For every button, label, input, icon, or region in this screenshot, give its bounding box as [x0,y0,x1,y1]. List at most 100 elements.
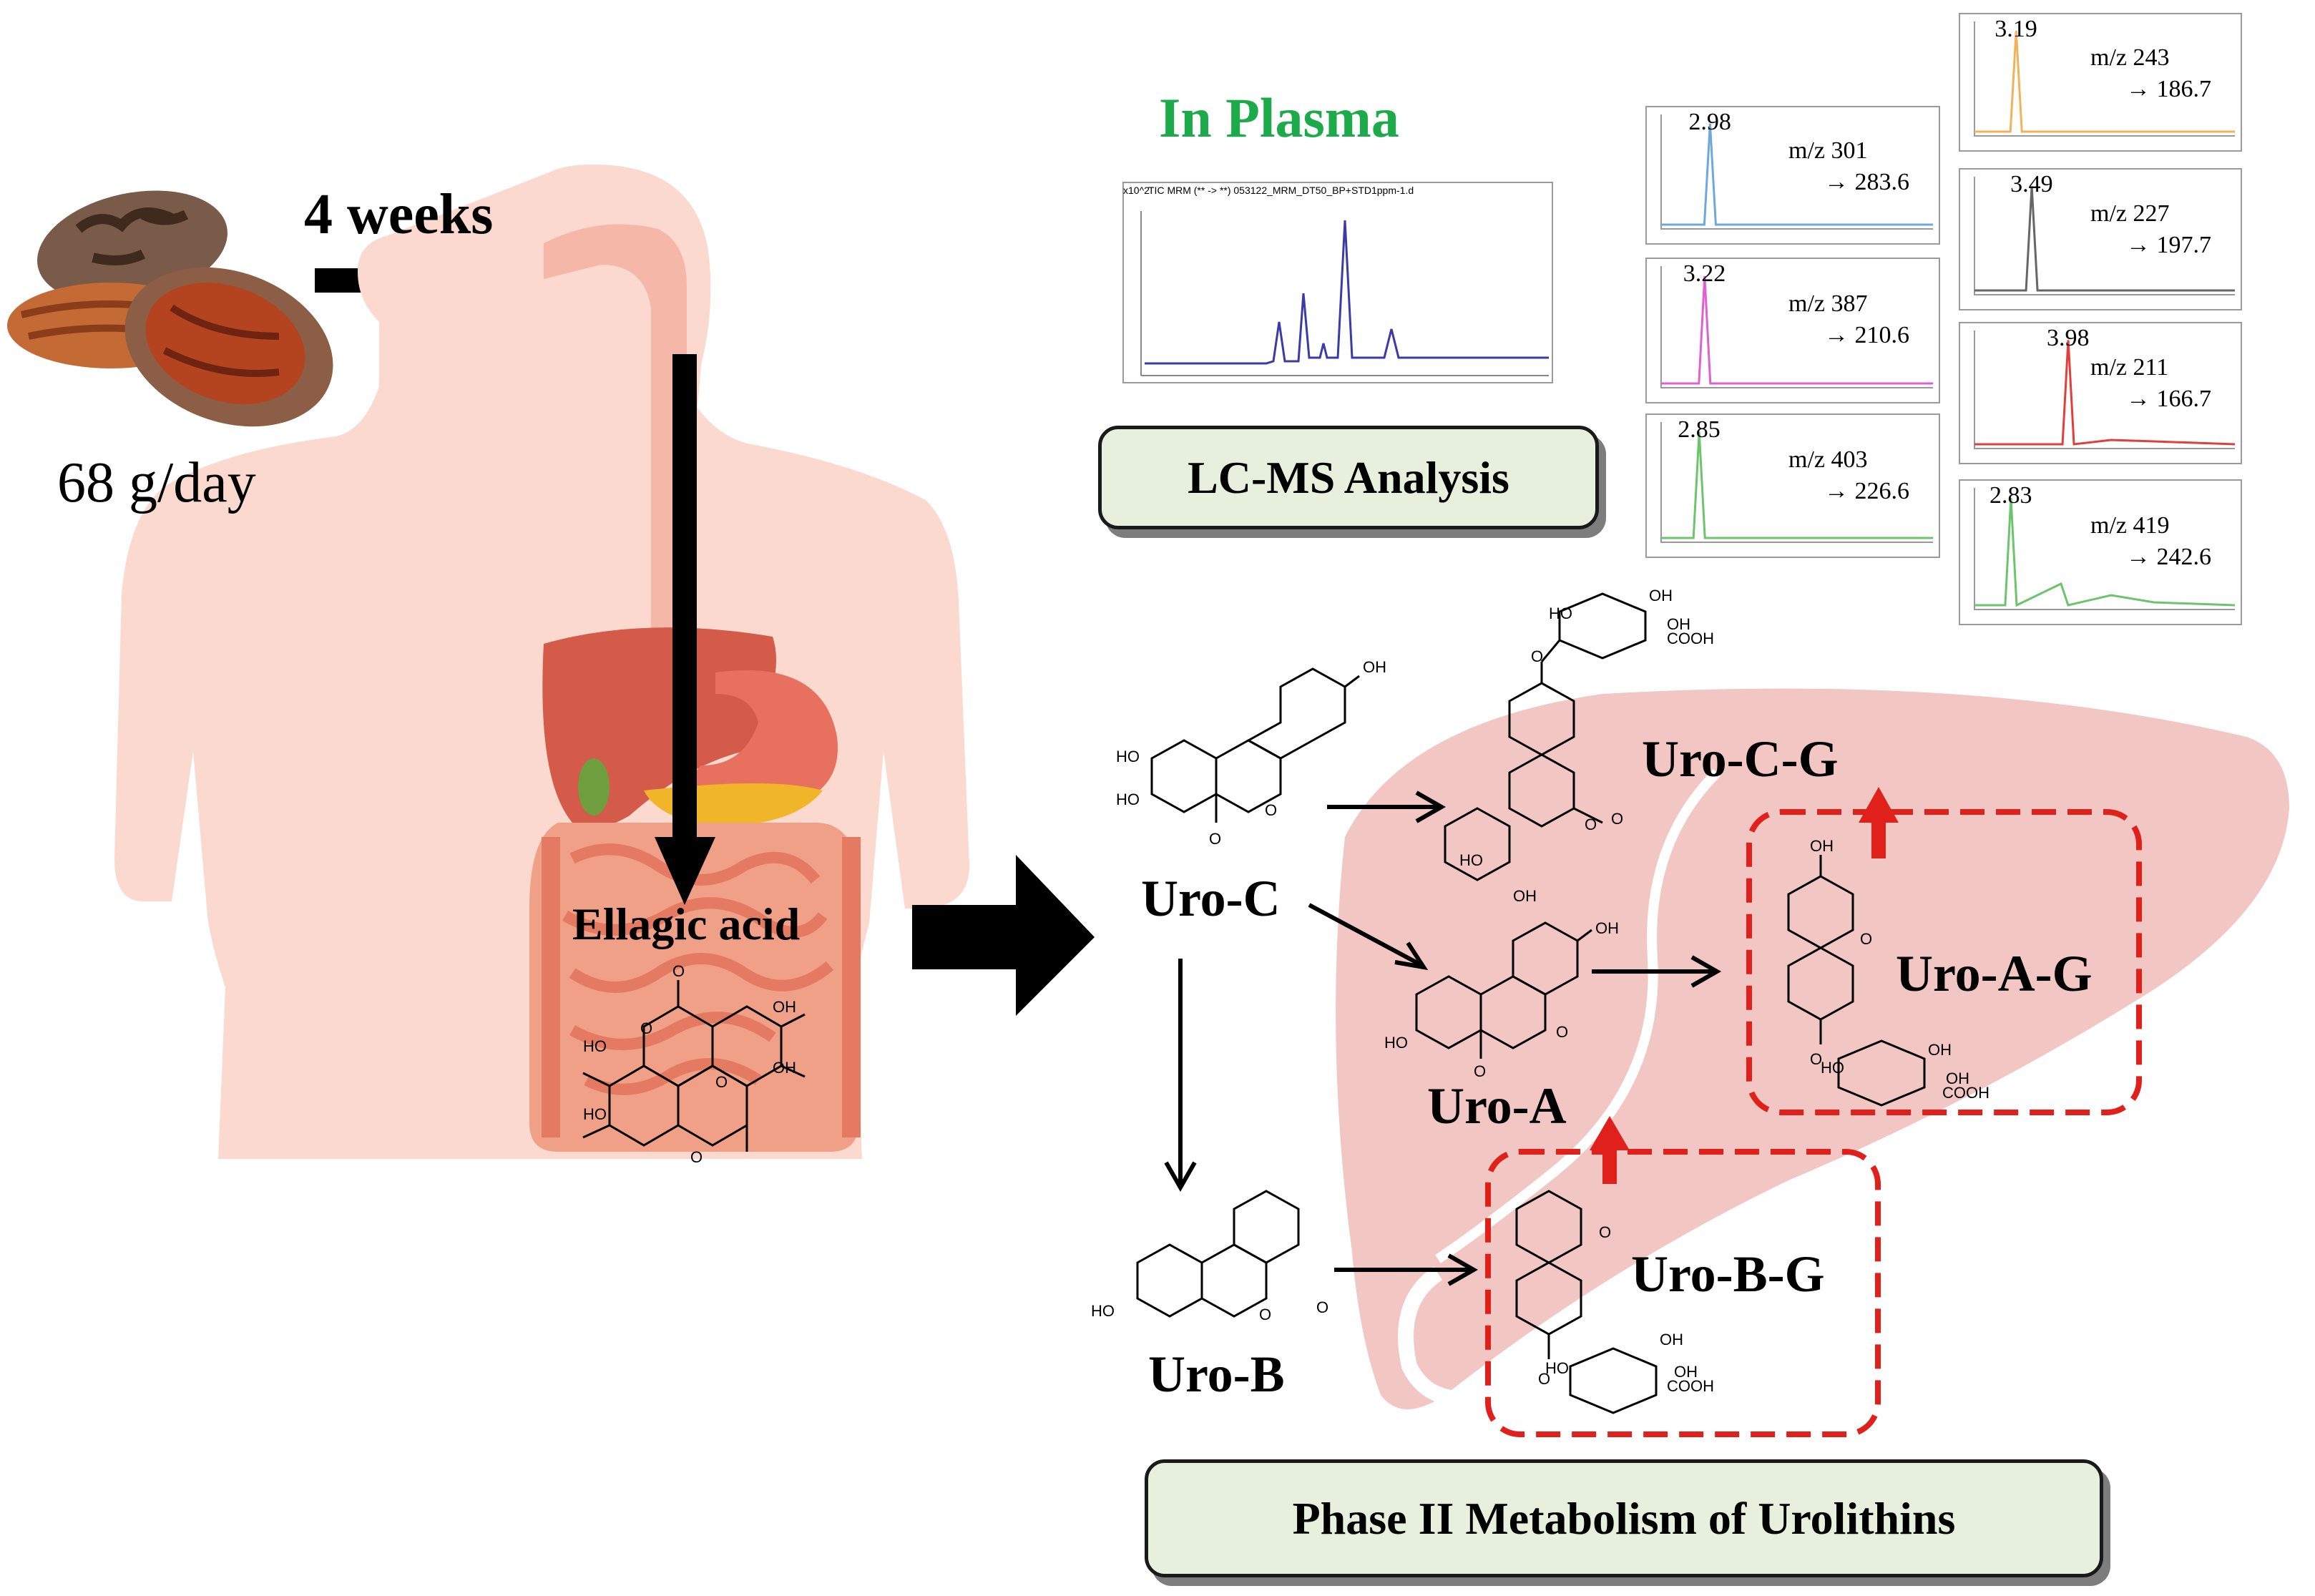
chromatogram-plot [1974,331,2236,449]
atom-label: HO [583,1105,607,1123]
mz-transition-label: m/z 211 [2090,353,2169,381]
chromatogram-panel: 2.83 m/z 419 → 242.6 [1959,479,2242,625]
atom-label: OH [1513,887,1537,905]
fragment-ion-label: → 197.7 [2126,231,2211,258]
atom-label: OH [1946,1069,1969,1087]
chromatogram-trace [1661,431,1933,539]
uro-a-g-label: Uro-A-G [1896,945,2093,1002]
tic-chromatogram [1122,182,1553,383]
daily-dose-label: 68 g/day [57,451,256,514]
retention-time-label: 3.22 [1683,260,1726,287]
atom-label: O [1316,1298,1329,1316]
atom-label: OH [1674,1363,1698,1381]
chromatogram-trace [1661,123,1933,226]
mz-transition-label: m/z 301 [1788,137,1868,164]
intake-duration-label: 4 weeks [304,183,494,246]
atom-label: OH [1660,1331,1683,1348]
uro-c-label: Uro-C [1141,870,1281,927]
uro-b-label: Uro-B [1148,1346,1285,1403]
chromatogram-trace [1974,186,2235,292]
atom-label: O [1556,1023,1569,1041]
mz-transition-label: m/z 243 [2090,44,2170,71]
reaction-arrows [1164,790,1722,1286]
fragment-ion-label: → 242.6 [2126,544,2211,570]
uro-a-g-structure [1787,855,1926,1107]
atom-label: HO [1116,790,1140,808]
atom-label: O [1265,801,1278,819]
atom-label: O [1259,1306,1272,1323]
chromatogram-panel: 3.19 m/z 243 → 186.7 [1959,13,2242,152]
atom-label: O [1599,1223,1612,1241]
atom-label: O [1860,930,1873,948]
stomach [692,670,838,808]
atom-label: O [1538,1370,1551,1388]
uro-a-label: Uro-A [1427,1077,1567,1135]
retention-time-label: 2.85 [1678,416,1721,443]
uro-a-g-dashed-box [1746,809,2142,1115]
ellagic-acid-structure [582,980,806,1152]
gut-down-arrow [672,354,697,844]
fragment-ion-label: → 226.6 [1824,477,1909,504]
atom-label: O [672,962,685,980]
chromatogram-trace [1661,275,1933,385]
chromatogram-plot [1974,177,2235,295]
fragment-ion-label: → 166.7 [2126,385,2211,412]
mz-transition-label: m/z 419 [2090,512,2170,539]
chromatogram-trace [1974,340,2236,446]
lc-ms-analysis-box: LC-MS Analysis [1098,426,1599,529]
atom-label: HO [1821,1059,1844,1077]
increase-arrow-uro-a-g [1859,787,1899,858]
mz-transition-label: m/z 227 [2090,200,2170,227]
ellagic-acid-label: Ellagic acid [572,899,801,949]
atom-label: O [1209,830,1222,848]
chromatogram-trace [1974,30,2235,133]
chromatogram-plot [1660,114,1933,230]
atom-label: O [1531,647,1544,665]
liver-background [1336,688,2289,1409]
big-right-arrow [912,855,1095,1016]
uro-c-g-structure [1444,592,1647,881]
chromatogram-plot [1660,422,1933,543]
uro-b-structure [1136,1190,1300,1318]
atom-label: O [640,1019,653,1037]
atom-label: HO [1091,1302,1115,1320]
uro-c-g-label: Uro-C-G [1642,730,1839,788]
mz-transition-label: m/z 403 [1788,446,1868,473]
mz-transition-label: m/z 387 [1788,290,1868,317]
uro-b-g-dashed-box [1485,1149,1881,1437]
fragment-ion-label: → 186.7 [2126,75,2211,102]
retention-time-label: 3.98 [2047,325,2090,351]
atom-label: HO [1459,851,1483,869]
atom-label: O [1611,810,1624,828]
uro-a-structure [1415,921,1592,1059]
chromatogram-panel: 2.85 m/z 403 → 226.6 [1645,413,1940,558]
phase-ii-metabolism-box: Phase II Metabolism of Urolithins [1145,1459,2103,1577]
atom-label: COOH [1667,1377,1714,1395]
chromatogram-plot [1974,488,2236,610]
retention-time-label: 3.19 [1995,16,2037,42]
chromatogram-panel: 3.22 m/z 387 → 210.6 [1645,258,1940,403]
uro-b-g-label: Uro-B-G [1631,1245,1825,1303]
uro-b-g-structure [1515,1190,1658,1414]
atom-label: OH [1928,1041,1952,1059]
atom-label: OH [1363,658,1386,676]
atom-label: OH [1667,615,1690,633]
atom-label: O [690,1148,703,1166]
fragment-ion-label: → 210.6 [1824,322,1909,348]
retention-time-label: 2.83 [1989,482,2032,509]
chromatogram-plot [1974,21,2235,137]
atom-label: OH [1649,587,1673,604]
atom-label: O [715,1073,728,1091]
uro-c-structure [1150,667,1360,823]
tic-trace [1145,220,1549,365]
gallbladder [578,758,610,816]
retention-time-label: 2.98 [1688,109,1731,135]
increase-arrow-uro-b-g [1590,1116,1630,1184]
atom-label: OH [1595,919,1619,937]
atom-label: HO [1545,1359,1569,1377]
esophagus [544,224,687,651]
atom-label: OH [773,998,796,1016]
